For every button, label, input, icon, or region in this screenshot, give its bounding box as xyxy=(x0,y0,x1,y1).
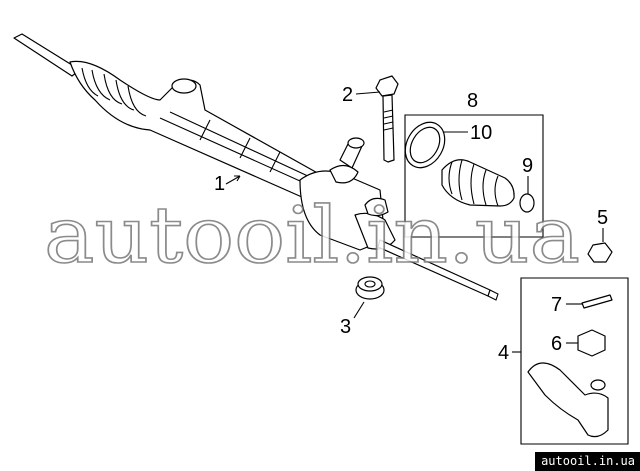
steering-rack-assembly xyxy=(13,33,499,301)
watermark-badge: autooil.in.ua xyxy=(535,452,640,471)
callout-8: 8 xyxy=(467,90,478,112)
watermark-text: autooil.in.ua xyxy=(44,191,580,281)
callout-7: 7 xyxy=(551,294,562,316)
nut-part-5 xyxy=(587,242,613,263)
mount-part-3 xyxy=(355,276,385,300)
boot-kit-part-8 xyxy=(404,114,544,238)
callout-9: 9 xyxy=(522,155,533,177)
bolt-part-2 xyxy=(375,75,399,163)
callout-2: 2 xyxy=(342,84,353,106)
callout-1: 1 xyxy=(214,173,225,195)
callout-10: 10 xyxy=(470,122,492,144)
callouts: 1 2 3 4 5 6 7 8 9 10 xyxy=(214,84,608,364)
callout-3: 3 xyxy=(340,316,351,338)
callout-4: 4 xyxy=(498,342,509,364)
callout-5: 5 xyxy=(597,207,608,229)
callout-6: 6 xyxy=(551,333,562,355)
tie-rod-end-part-4 xyxy=(520,277,629,445)
